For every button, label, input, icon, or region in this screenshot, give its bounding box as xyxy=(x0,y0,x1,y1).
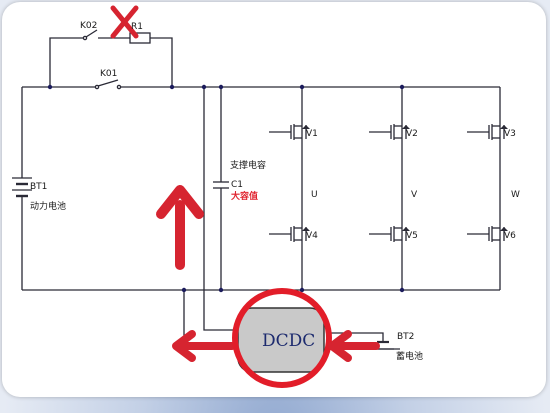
label-phase-u: U xyxy=(311,190,318,200)
mosfet-v1 xyxy=(268,123,311,141)
label-phase-v: V xyxy=(411,190,418,200)
k01-switch-blade xyxy=(97,79,119,87)
label-v4: V4 xyxy=(306,231,318,241)
junction-dot xyxy=(218,287,224,293)
junction-dot xyxy=(299,84,305,90)
disabled-cross-icon xyxy=(110,5,139,39)
dcdc-feed-positive xyxy=(203,87,236,331)
label-k01: K01 xyxy=(100,69,117,79)
label-c1: C1 xyxy=(231,180,243,190)
mosfet-v4 xyxy=(268,225,311,243)
arrow-up-icon xyxy=(156,185,204,270)
arrow-left-icon xyxy=(172,330,236,362)
junction-dot xyxy=(399,287,405,293)
label-bt1: BT1 xyxy=(30,182,47,192)
label-v6: V6 xyxy=(504,231,516,241)
junction-dot xyxy=(201,84,207,90)
label-v3: V3 xyxy=(504,129,516,139)
arrow-into-dcdc-icon xyxy=(328,330,380,362)
label-v1: V1 xyxy=(306,129,318,139)
r1-resistor xyxy=(129,32,151,44)
label-c1-note: 大容值 xyxy=(231,190,258,202)
label-r1: R1 xyxy=(131,22,143,32)
junction-dot xyxy=(399,84,405,90)
label-phase-w: W xyxy=(511,190,520,200)
mosfet-v2 xyxy=(368,123,411,141)
junction-dot xyxy=(299,287,305,293)
label-bt1-desc: 动力电池 xyxy=(30,200,66,212)
label-k02: K02 xyxy=(80,21,97,31)
mosfet-v6 xyxy=(466,225,509,243)
label-c1-desc: 支撑电容 xyxy=(230,159,266,171)
mosfet-v5 xyxy=(368,225,411,243)
label-v2: V2 xyxy=(406,129,418,139)
junction-dot xyxy=(47,84,53,90)
highlight-ring xyxy=(232,288,332,388)
label-bt2-desc: 蓄电池 xyxy=(396,350,423,362)
mosfet-v3 xyxy=(466,123,509,141)
label-v5: V5 xyxy=(406,231,418,241)
junction-dot xyxy=(218,84,224,90)
label-bt2: BT2 xyxy=(397,332,414,342)
junction-dot xyxy=(169,84,175,90)
junction-dot xyxy=(181,287,187,293)
label-dcdc: DCDC xyxy=(262,331,315,351)
precharge-branch-wire xyxy=(49,37,173,87)
k02-switch-blade xyxy=(85,29,98,38)
